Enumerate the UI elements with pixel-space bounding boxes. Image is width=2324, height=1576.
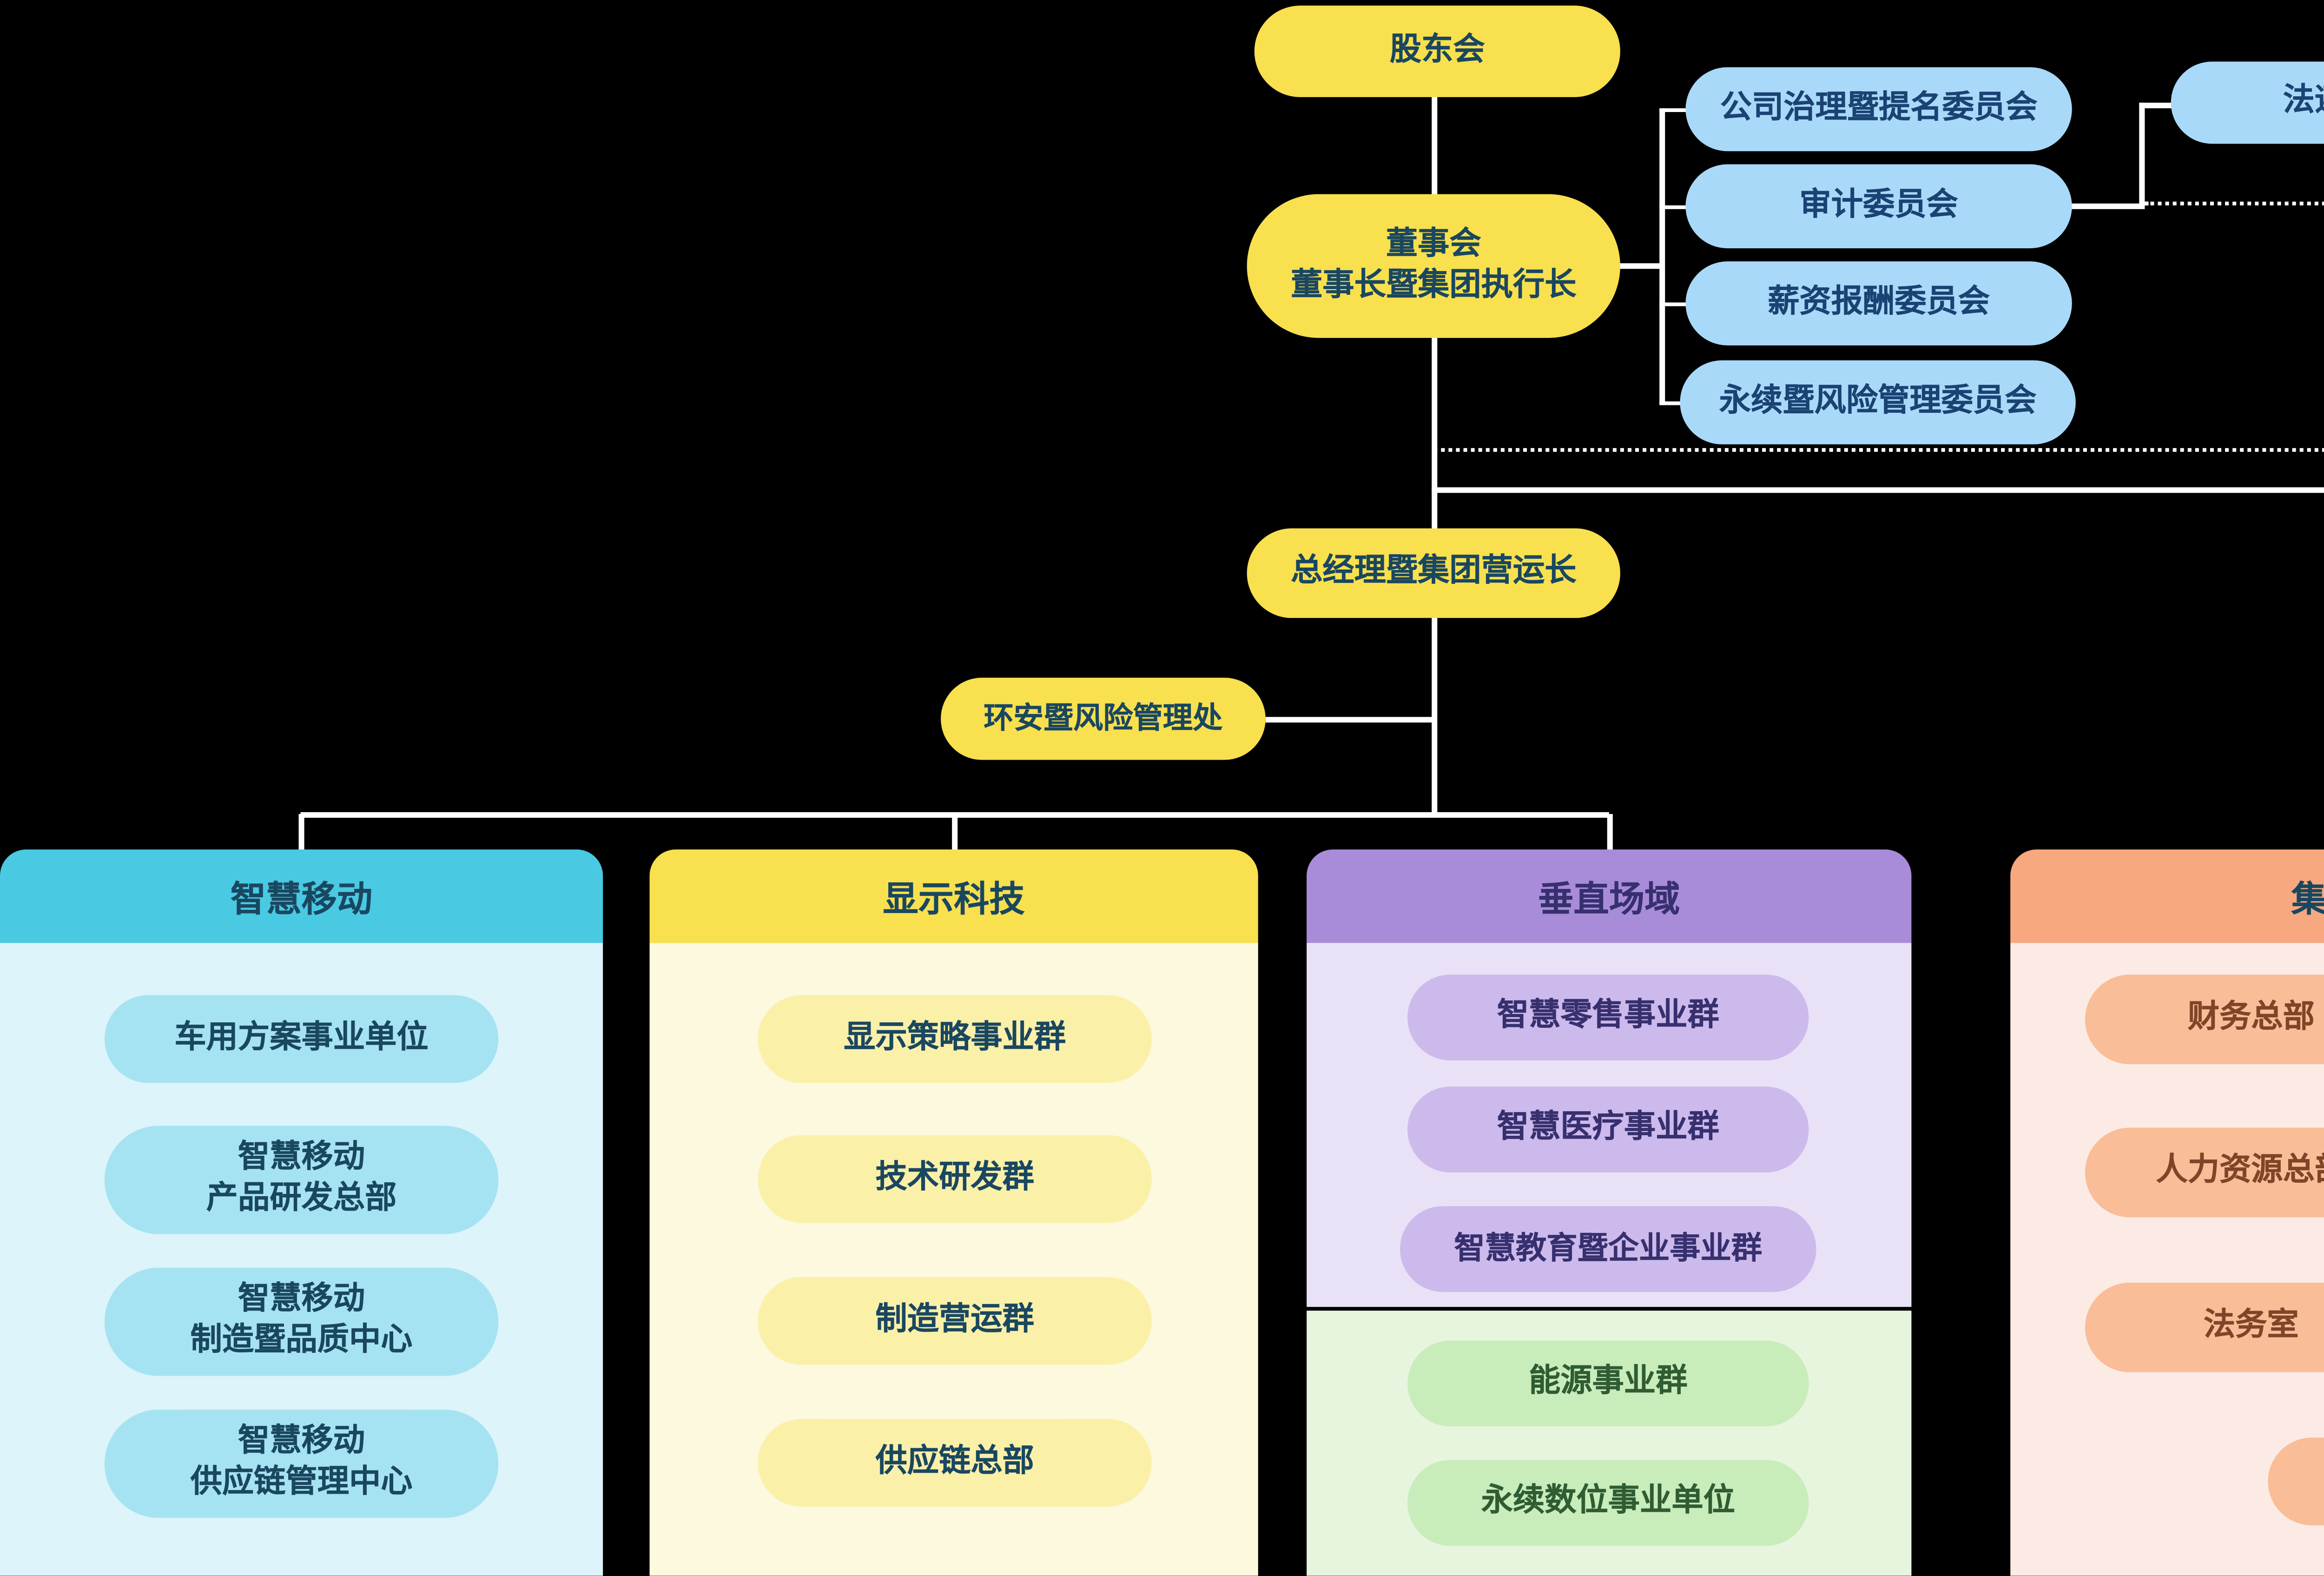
- connector-ehs: [1265, 717, 1434, 722]
- unit-display-strategy: 显示策略事业群: [758, 995, 1152, 1083]
- unit-hr-hq: 人力资源总部: [2085, 1127, 2324, 1218]
- connector-audit-elbow-h: [2066, 203, 2145, 208]
- unit-automotive-solutions: 车用方案事业单位: [104, 995, 499, 1083]
- node-shareholders: 股东会: [1254, 6, 1620, 97]
- connector-president-down: [1432, 616, 1437, 816]
- group-header-vertical-domains: 垂直场域: [1307, 849, 1912, 943]
- connector-stub-group-3: [1607, 814, 1612, 852]
- node-chief-compliance: 法遵总顾问: [2171, 61, 2324, 144]
- unit-supply-chain-hq: 供应链总部: [758, 1419, 1152, 1507]
- group-header-smart-mobility: 智慧移动: [0, 849, 603, 943]
- connector-elbow-compliance: [2139, 102, 2175, 107]
- group-vertical-domains: 垂直场域 智慧零售事业群 智慧医疗事业群 智慧教育暨企业事业群 能源事业群 永续…: [1307, 849, 1912, 1576]
- group-operations-support: 集团营运支援单位 财务总部 数位技术发展总部 人力资源总部 永续发展总部 法务室…: [2010, 849, 2324, 1576]
- unit-mobility-rnd-hq: 智慧移动 产品研发总部: [104, 1126, 499, 1234]
- group-display-technology: 显示科技 显示策略事业群 技术研发群 制造营运群 供应链总部: [649, 849, 1258, 1576]
- unit-smart-education-enterprise: 智慧教育暨企业事业群: [1400, 1206, 1816, 1292]
- node-ehs-risk-office: 环安暨风险管理处: [941, 677, 1266, 760]
- connector-dotted-audit-h: [2145, 201, 2324, 205]
- unit-manufacturing-operations: 制造营运群: [758, 1277, 1152, 1365]
- unit-smart-retail: 智慧零售事业群: [1407, 974, 1809, 1061]
- node-president-coo: 总经理暨集团营运长: [1247, 528, 1620, 618]
- unit-sustainable-digital: 永续数位事业单位: [1407, 1460, 1809, 1546]
- connector-branch-support-h: [1432, 487, 2324, 492]
- connector-board-bracket: [1616, 263, 1662, 268]
- unit-finance-hq: 财务总部: [2085, 974, 2324, 1065]
- unit-mobility-supply-chain: 智慧移动 供应链管理中心: [104, 1410, 499, 1518]
- unit-tech-rnd: 技术研发群: [758, 1135, 1152, 1223]
- connector-stub-committee-1: [1659, 107, 1691, 112]
- connector-stub-group-2: [952, 814, 957, 852]
- committee-sustainability-risk: 永续暨风险管理委员会: [1680, 360, 2076, 444]
- group-header-operations-support: 集团营运支援单位: [2010, 849, 2324, 943]
- group-header-display-technology: 显示科技: [649, 849, 1258, 943]
- connector-stub-committee-2: [1659, 204, 1691, 209]
- connector-audit-elbow-v: [2139, 102, 2144, 207]
- connector-stub-group-1: [298, 814, 304, 852]
- committee-governance-nomination: 公司治理暨提名委员会: [1685, 67, 2072, 152]
- connector-stub-committee-3: [1659, 301, 1691, 306]
- unit-energy: 能源事业群: [1407, 1340, 1809, 1427]
- unit-smart-medical: 智慧医疗事业群: [1407, 1086, 1809, 1173]
- connector-committee-bracket: [1659, 108, 1664, 405]
- connector-shareholders-board: [1432, 95, 1437, 196]
- unit-mobility-manufacturing-quality: 智慧移动 制造暨品质中心: [104, 1267, 499, 1376]
- group-smart-mobility: 智慧移动 车用方案事业单位 智慧移动 产品研发总部 智慧移动 制造暨品质中心 智…: [0, 849, 603, 1576]
- committee-audit: 审计委员会: [1685, 164, 2072, 249]
- unit-legal-office: 法务室: [2085, 1282, 2324, 1372]
- connector-board-president: [1432, 336, 1437, 530]
- connector-dotted-compliance-return: [1433, 448, 2324, 452]
- connector-stub-committee-4: [1659, 400, 1691, 405]
- committee-compensation: 薪资报酬委员会: [1685, 261, 2072, 345]
- node-board: 董事会 董事长暨集团执行长: [1247, 194, 1620, 338]
